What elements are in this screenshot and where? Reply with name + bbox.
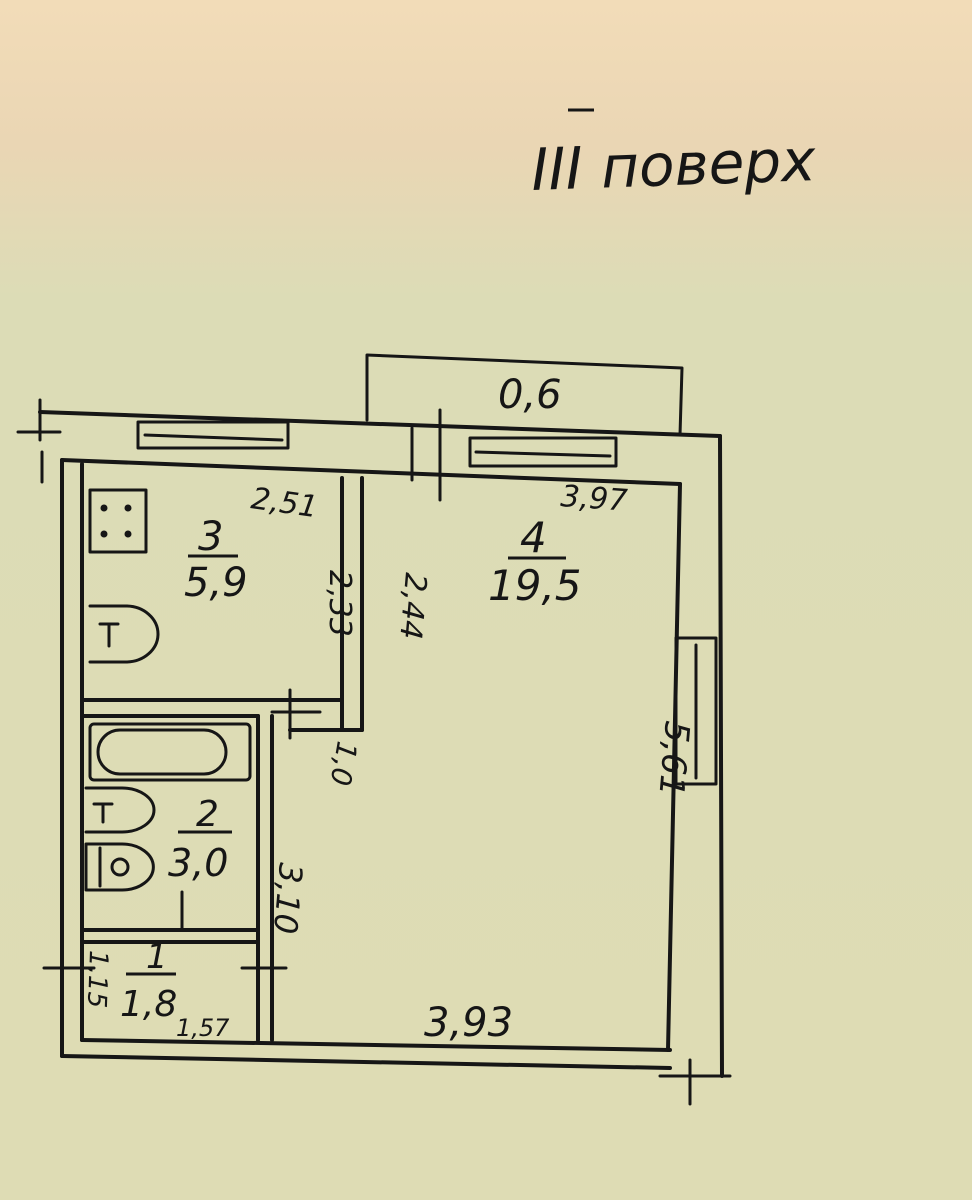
balcony-outline <box>365 353 684 437</box>
corridor-length-label: 2,44 <box>392 571 433 641</box>
room-1-bottom-label: 1,57 <box>176 1014 230 1042</box>
stove-icon <box>88 488 148 554</box>
interior-walls <box>42 476 364 1042</box>
toilet-icon <box>84 842 155 892</box>
floor-label: III поверх <box>530 126 817 204</box>
room-3-number: 3 <box>198 514 223 560</box>
room-4-area: 19,5 <box>488 561 582 610</box>
washbasin-icon <box>84 786 156 834</box>
room-2-area: 3,0 <box>168 841 228 885</box>
room-2-number: 2 <box>196 794 219 835</box>
room-3-depth-label: 2,33 <box>322 570 357 637</box>
room-1-area: 1,8 <box>120 984 177 1025</box>
outer-walls <box>16 398 732 1106</box>
corridor-width-label: 1,0 <box>323 739 363 789</box>
room-4-width-label: 3,97 <box>559 479 628 519</box>
balcony-depth-label: 0,6 <box>498 372 562 418</box>
windows <box>136 408 718 786</box>
room-4-number: 4 <box>520 513 547 562</box>
room-2-length-label: 3,10 <box>266 861 310 935</box>
bathtub-icon <box>88 722 252 782</box>
room-1-side-label: 1,15 <box>81 950 113 1009</box>
room-1-number: 1 <box>146 937 168 977</box>
room-4-bottom-label: 3,93 <box>424 1000 513 1046</box>
room-4-depth-label: 5,61 <box>650 719 696 798</box>
room-3-area: 5,9 <box>184 560 248 606</box>
kitchen-sink-icon <box>88 604 160 664</box>
